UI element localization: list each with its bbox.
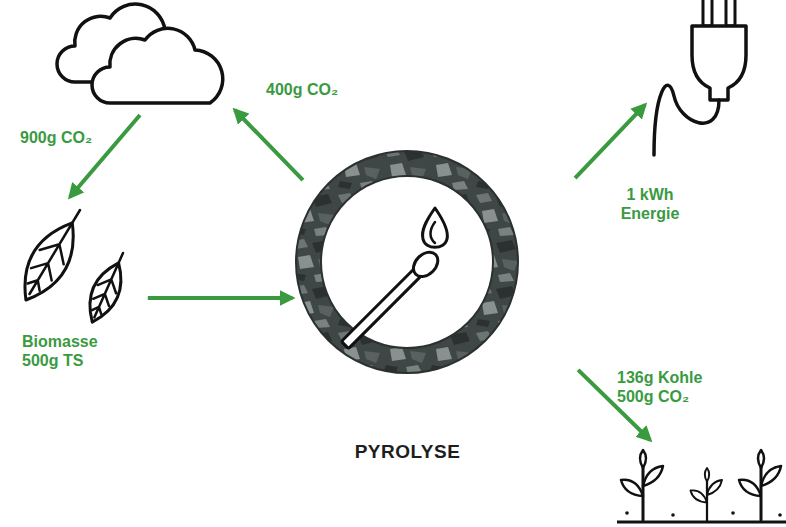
soil-dot (731, 511, 735, 515)
leaf-veins (18, 203, 92, 301)
sprout (691, 468, 723, 521)
charcoal-ring (296, 151, 518, 373)
flow-arrow (575, 105, 645, 178)
plug-icon (654, 0, 746, 155)
flow-label: 1 kWh Energie (610, 185, 690, 223)
flame (423, 208, 448, 247)
flow-label: 900g CO₂ (20, 128, 130, 147)
flow-arrow (70, 115, 140, 197)
cloud-outline (92, 28, 223, 103)
plants-icon (615, 450, 786, 527)
pyrolysis-ring (296, 151, 518, 373)
match-head (409, 247, 443, 281)
plug-prong (726, 0, 735, 26)
sprout (621, 450, 663, 520)
plug-cord (654, 85, 719, 155)
ground-line (617, 521, 786, 524)
cloud-icon (55, 0, 220, 110)
flow-label: 136g Kohle 500g CO₂ (617, 368, 722, 406)
match-stick (341, 269, 421, 349)
flow-arrow (235, 110, 303, 180)
flame-inner (431, 222, 436, 243)
soil-dot (625, 511, 629, 515)
sprout (739, 450, 781, 520)
leaf (10, 201, 95, 310)
text-wrap: Biomasse 500g TS (22, 332, 122, 370)
flow-arrow (148, 296, 293, 300)
plug-icon (640, 0, 785, 155)
leaf (80, 248, 134, 328)
flow-label: 400g CO₂ (266, 80, 376, 99)
leaf-veins (85, 249, 132, 322)
leaves-icon (10, 201, 134, 328)
node-label: Biomasse 500g TS (22, 332, 122, 370)
node-title: PYROLYSE (290, 441, 525, 463)
biomass-node: Biomasse 500g TS (5, 205, 145, 365)
text-wrap: PYROLYSE (290, 441, 525, 463)
ring-inner (321, 176, 493, 348)
plug-prong (703, 0, 712, 26)
soil-dot (671, 513, 675, 517)
pyrolysis-node: PYROLYSE (290, 145, 525, 470)
soil-dot (778, 513, 782, 517)
plants-icon (617, 450, 786, 522)
cloud-icon (57, 4, 223, 103)
plug-body (692, 26, 746, 100)
match-icon (338, 208, 448, 352)
